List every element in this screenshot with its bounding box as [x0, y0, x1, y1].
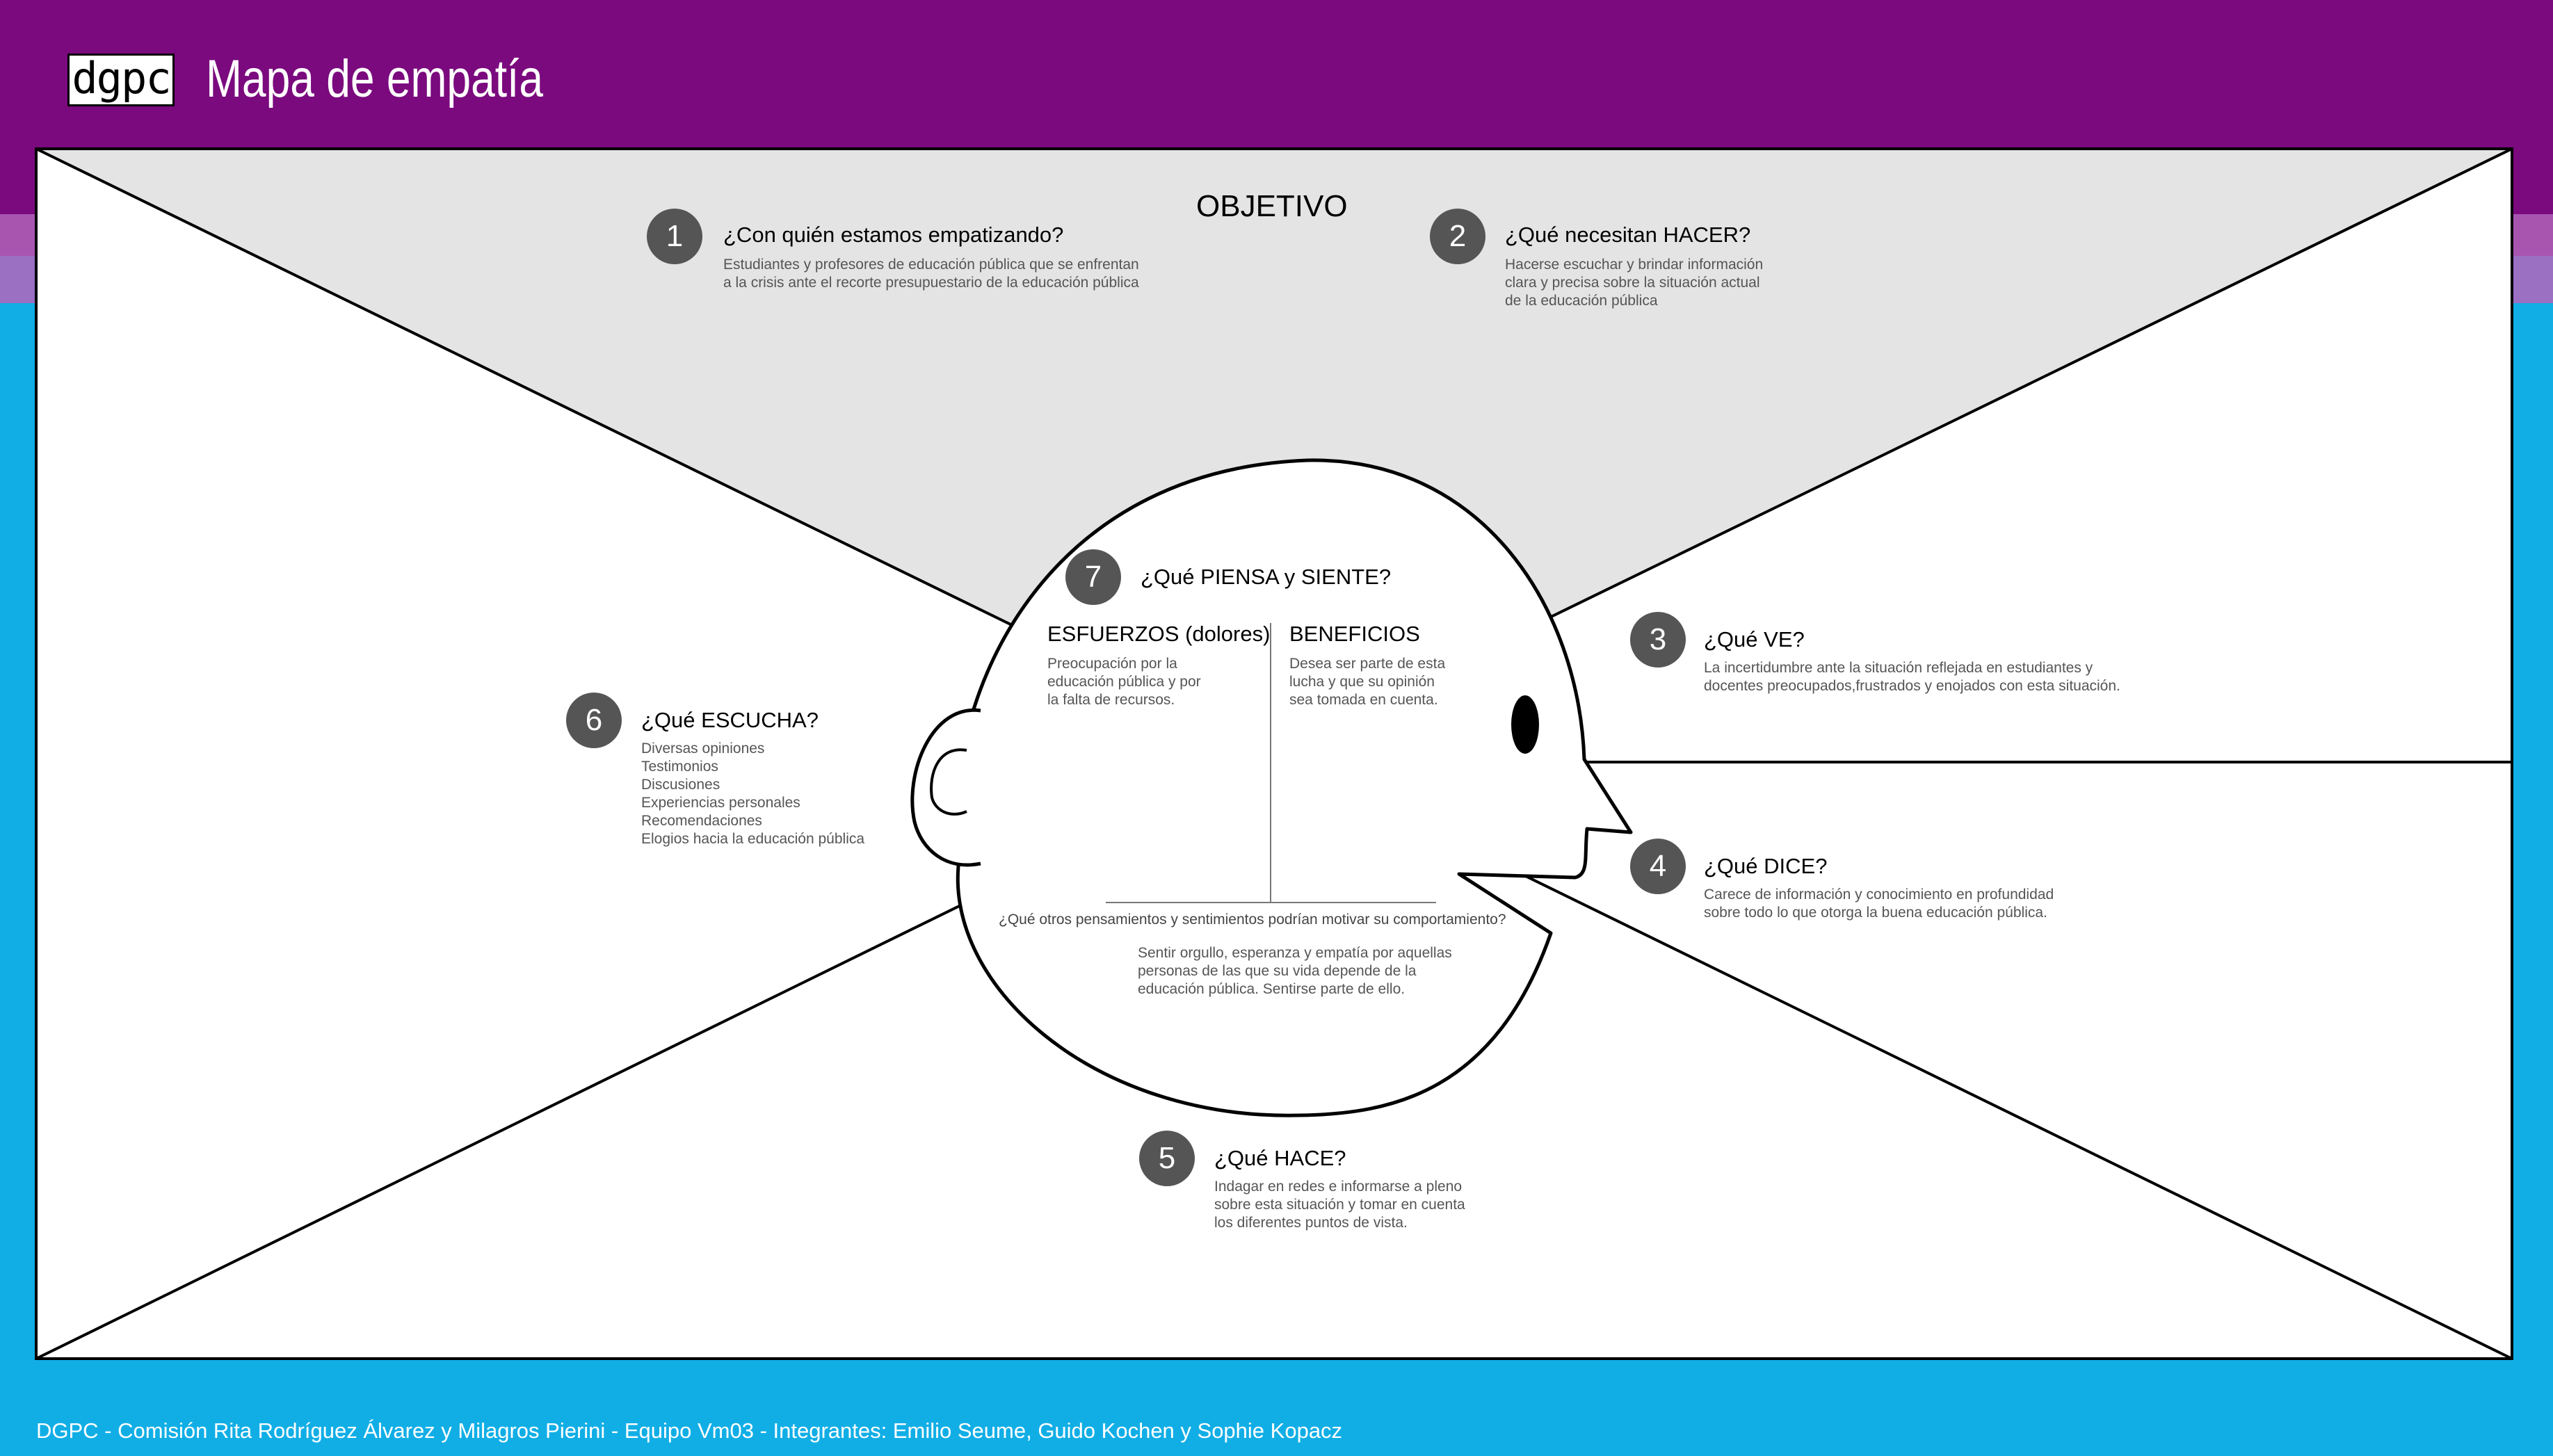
- empathy-map-drawing: [35, 147, 2513, 1360]
- section-2-body: Hacerse escuchar y brindar información c…: [1505, 257, 1764, 309]
- section-7-title: ¿Qué PIENSA y SIENTE?: [1141, 565, 1392, 589]
- section-6-body: Diversas opiniones Testimonios Discusion…: [641, 741, 865, 847]
- benefits-title: BENEFICIOS: [1289, 622, 1420, 646]
- section-1-title: ¿Con quién estamos empatizando?: [723, 223, 1064, 247]
- section-1-body: Estudiantes y profesores de educación pú…: [723, 257, 1139, 291]
- head-outline: [955, 458, 1633, 1117]
- other-thoughts-answer: Sentir orgullo, esperanza y empatía por …: [1138, 945, 1452, 997]
- objective-region: [36, 149, 2512, 752]
- objective-title: OBJETIVO: [1196, 189, 1348, 223]
- dgpc-logo: dgpc: [67, 54, 175, 106]
- section-1-number: 1: [647, 209, 702, 264]
- benefits-body: Desea ser parte de esta lucha y que su o…: [1289, 656, 1446, 708]
- section-2-title: ¿Qué necesitan HACER?: [1505, 223, 1751, 247]
- empathy-map-canvas: OBJETIVO 1 ¿Con quién estamos empatizand…: [35, 147, 2513, 1360]
- page-title: Mapa de empatía: [206, 49, 544, 108]
- efforts-body: Preocupación por la educación pública y …: [1047, 656, 1201, 708]
- section-5-body: Indagar en redes e informarse a pleno so…: [1214, 1179, 1465, 1231]
- section-6-title: ¿Qué ESCUCHA?: [641, 708, 819, 732]
- section-3-title: ¿Qué VE?: [1704, 627, 1805, 652]
- section-7-number: 7: [1065, 549, 1121, 605]
- section-5-title: ¿Qué HACE?: [1214, 1146, 1346, 1170]
- eye: [1511, 695, 1539, 754]
- section-5-number: 5: [1139, 1131, 1195, 1186]
- section-4-title: ¿Qué DICE?: [1704, 854, 1828, 878]
- section-4-number: 4: [1630, 839, 1686, 894]
- efforts-title: ESFUERZOS (dolores): [1047, 622, 1271, 646]
- other-thoughts-question: ¿Qué otros pensamientos y sentimientos p…: [999, 912, 1506, 928]
- section-4-body: Carece de información y conocimiento en …: [1704, 887, 2054, 921]
- section-3-body: La incertidumbre ante la situación refle…: [1704, 660, 2120, 694]
- section-6-number: 6: [566, 693, 622, 748]
- section-2-number: 2: [1430, 209, 1485, 264]
- section-3-number: 3: [1630, 612, 1686, 668]
- footer-credits: DGPC - Comisión Rita Rodríguez Álvarez y…: [36, 1418, 1343, 1443]
